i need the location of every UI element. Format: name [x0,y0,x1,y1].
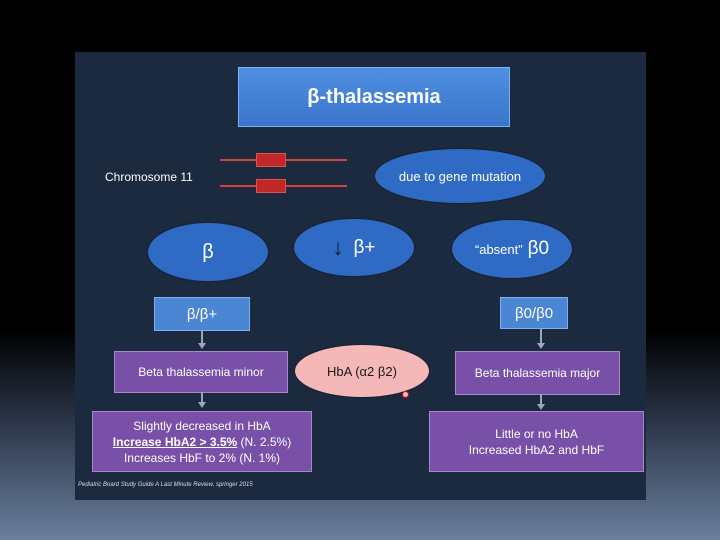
gene-mutation-ellipse: due to gene mutation [375,149,545,203]
absent-text: “absent” [474,241,523,257]
hba-text: HbA (α2 β2) [327,363,397,379]
connector-line-3 [201,392,203,403]
major-detail-line-1: Little or no HbA [495,426,578,441]
connector-arrow-3 [198,402,206,408]
gene-mutation-text: due to gene mutation [398,168,522,184]
genotype-left-text: β/β+ [186,305,218,323]
beta-zero-ellipse: “absent” β0 [452,220,572,278]
genotype-box-right: β0/β0 [500,297,568,329]
connector-line-2 [540,328,542,344]
minor-detail-line-2: Increase HbA2 > 3.5% (N. 2.5%) [113,434,291,450]
chromosome-label: Chromosome 11 [105,170,193,184]
citation: Pediatric Board Study Guide A Last Minut… [78,482,253,488]
marker-dot [402,391,409,398]
minor-detail-line-3: Increases HbF to 2% (N. 1%) [123,450,281,465]
genotype-box-left: β/β+ [154,297,250,331]
mutation-site-2 [256,179,286,193]
connector-arrow-4 [537,404,545,410]
minor-text: Beta thalassemia minor [138,365,264,379]
hba-ellipse: HbA (α2 β2) [295,345,429,397]
beta-zero-text: β0 [527,238,550,259]
minor-detail-bold: Increase HbA2 > 3.5% [112,434,238,449]
beta-ellipse: β [148,223,268,281]
mutation-site-1 [256,153,286,167]
slide: β-thalassemia Chromosome 11 due to gene … [75,52,646,500]
beta-plus-text: β+ [353,236,376,258]
connector-line-1 [201,330,203,344]
beta-text: β [202,240,214,263]
minor-box: Beta thalassemia minor [114,351,288,393]
genotype-right-text: β0/β0 [514,304,554,322]
slide-title: β-thalassemia [307,85,441,108]
connector-line-4 [540,394,542,405]
major-details-box: Little or no HbA Increased HbA2 and HbF [429,411,644,472]
major-text: Beta thalassemia major [474,366,601,380]
major-box: Beta thalassemia major [455,351,620,395]
connector-arrow-2 [537,343,545,349]
beta-plus-ellipse: ↓ β+ [294,219,414,276]
minor-detail-line-1: Slightly decreased in HbA [133,418,271,433]
connector-arrow-1 [198,343,206,349]
title-box: β-thalassemia [238,67,510,127]
major-detail-line-2: Increased HbA2 and HbF [468,442,605,457]
minor-details-box: Slightly decreased in HbA Increase HbA2 … [92,411,312,472]
down-arrow-icon: ↓ [332,234,344,260]
minor-detail-normal: (N. 2.5%) [237,434,292,449]
